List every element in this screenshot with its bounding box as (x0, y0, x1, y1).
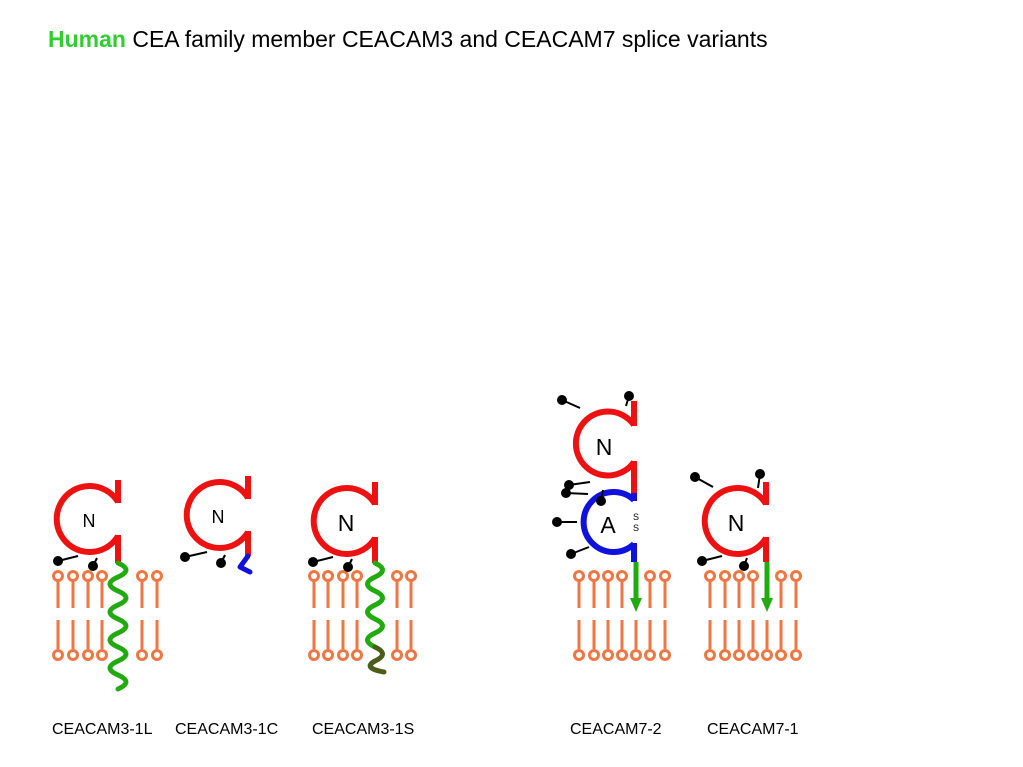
variant-label-ceacam3-1c: CEACAM3-1C (175, 721, 279, 738)
glycan-site (690, 469, 765, 571)
title-text: CEA family member CEACAM3 and CEACAM7 sp… (132, 26, 768, 52)
variant-label-ceacam7-1: CEACAM7-1 (707, 721, 799, 738)
n-domain-label: N (596, 434, 613, 460)
disulfide-s-label: S (633, 523, 639, 533)
membrane-ceacam3-1l (52, 570, 163, 661)
n-domain-label: N (212, 507, 225, 527)
membrane-ceacam7-2 (573, 570, 671, 661)
n-domain-label: N (338, 510, 355, 536)
variant-label-ceacam3-1l: CEACAM3-1L (52, 721, 153, 738)
n-domain-label: N (728, 510, 745, 536)
n-domain-loop (310, 485, 378, 557)
variant-label-ceacam7-2: CEACAM7-2 (570, 721, 662, 738)
transmembrane-helix (107, 560, 129, 692)
protein-ceacam7-1 (690, 469, 773, 612)
transmembrane-helix (365, 560, 385, 650)
short-tail (237, 553, 253, 575)
protein-ceacam3-1c (180, 476, 253, 575)
gpi-anchor (630, 562, 642, 612)
title-highlight: Human (48, 26, 126, 52)
variant-label-ceacam3-1s: CEACAM3-1S (312, 721, 415, 738)
glycan-site (53, 555, 98, 571)
a-domain-label: A (600, 512, 616, 538)
membrane-ceacam3-1s (308, 570, 417, 661)
membrane-ceacam7-1 (704, 570, 802, 661)
a-domain-loop (580, 489, 637, 555)
n-domain-loop (53, 483, 121, 555)
gpi-anchor (761, 562, 773, 612)
n-domain-label: N (83, 511, 96, 531)
n-domain-loop (572, 408, 637, 479)
glycan-site (552, 391, 634, 559)
page-title: Human CEA family member CEACAM3 and CEAC… (48, 26, 768, 53)
cytoplasmic-tail (367, 644, 387, 675)
n-domain-loop (183, 479, 251, 551)
protein-ceacam7-2 (552, 391, 642, 612)
n-domain-loop (701, 485, 769, 557)
glycan-site (180, 551, 226, 568)
protein-ceacam3-1l (53, 480, 129, 692)
glycan-site (308, 556, 353, 572)
protein-ceacam3-1s (308, 482, 387, 675)
disulfide-s-label: S (633, 512, 639, 522)
